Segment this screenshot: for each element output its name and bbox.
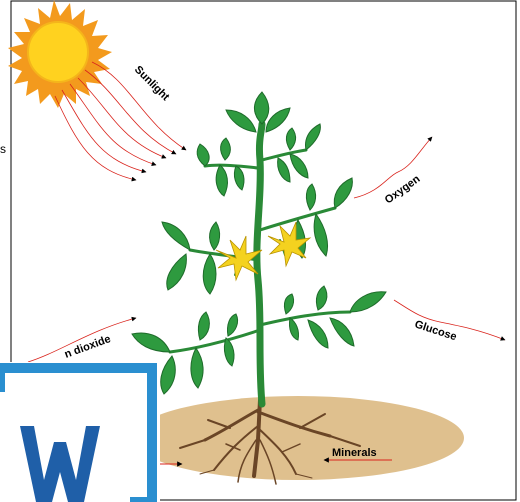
minerals-label: Minerals [332,447,377,459]
sun-icon [8,0,112,108]
sunlight-label: Sunlight [132,64,172,104]
carbon-dioxide-label: n dioxide [63,333,112,361]
carbon-dioxide-arrow [28,318,136,362]
glucose-label: Glucose [413,318,458,343]
cropped-edge-text: s [0,142,6,156]
soil-patch [132,396,464,480]
overlay-logo-box [0,362,160,502]
flowers [216,222,310,280]
oxygen-label: Oxygen [383,173,423,207]
